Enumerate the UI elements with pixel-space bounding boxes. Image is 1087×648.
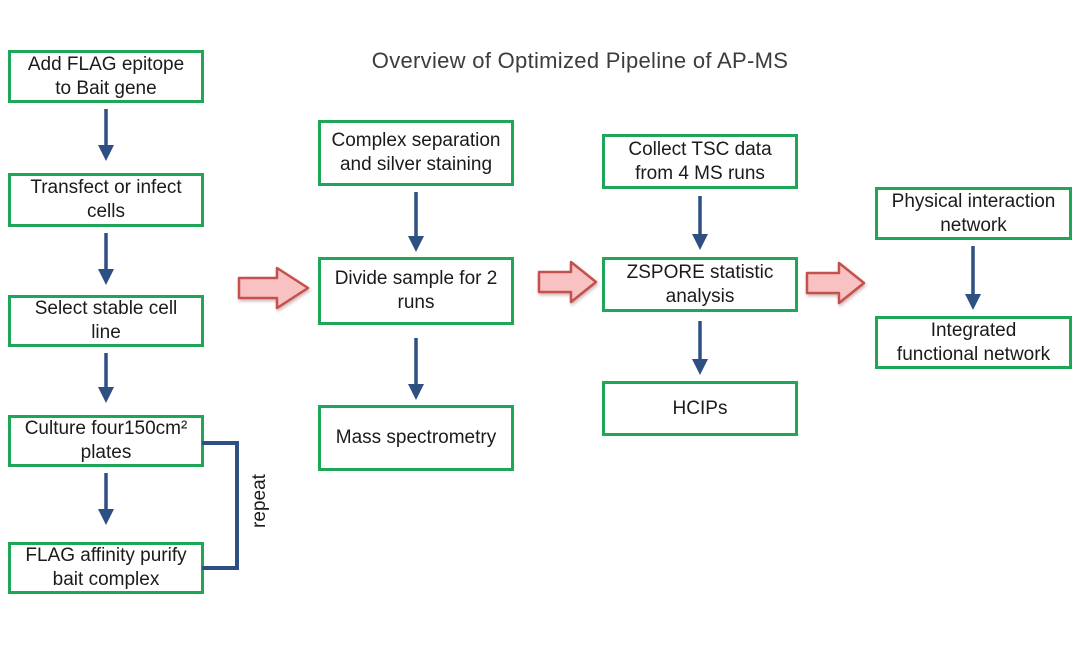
box-line: plates	[80, 442, 132, 463]
diagram-title: Overview of Optimized Pipeline of AP-MS	[371, 48, 789, 73]
box-line: bait complex	[52, 569, 160, 590]
arrow-down-icon	[98, 109, 114, 161]
box-line: Divide sample for 2	[334, 268, 498, 289]
box-line: ZSPORE statistic	[626, 261, 774, 283]
box-line: from 4 MS runs	[635, 162, 765, 184]
box-line: Collect TSC data	[628, 138, 772, 160]
arrow-down-icon	[98, 353, 114, 403]
arrow-right-icon	[237, 266, 310, 310]
arrow-down-icon	[408, 192, 424, 252]
flow-box-transfect-cells: Transfect or infect cells	[8, 173, 204, 227]
box-line: HCIPs	[672, 397, 728, 419]
flow-box-hcips: HCIPs	[602, 381, 798, 436]
flow-box-divide-sample: Divide sample for 2 runs	[318, 257, 514, 325]
box-line: Integrated	[930, 319, 1017, 341]
box-line: network	[940, 214, 1007, 236]
flow-box-integrated-functional-network: Integrated functional network	[875, 316, 1072, 369]
box-line: Physical interaction	[891, 190, 1056, 212]
flow-box-select-stable-cell-line: Select stable cell line	[8, 295, 204, 347]
arrow-down-icon	[98, 233, 114, 285]
flow-box-mass-spectrometry: Mass spectrometry	[318, 405, 514, 471]
flow-box-physical-interaction-network: Physical interaction network	[875, 187, 1072, 240]
arrow-down-icon	[692, 196, 708, 250]
box-line: Culture four150cm²	[24, 418, 188, 439]
box-line: runs	[397, 292, 435, 313]
arrow-right-icon	[805, 261, 866, 305]
flow-box-zspore-analysis: ZSPORE statistic analysis	[602, 257, 798, 312]
arrow-down-icon	[98, 473, 114, 525]
box-line: Select stable cell	[34, 298, 178, 319]
box-line: FLAG affinity purify	[25, 545, 187, 566]
box-line: and silver staining	[339, 154, 493, 175]
flow-box-flag-affinity-purify: FLAG affinity purify bait complex	[8, 542, 204, 594]
flow-box-complex-separation: Complex separation and silver staining	[318, 120, 514, 186]
box-line: Transfect or infect	[30, 177, 182, 198]
flow-box-culture-plates: Culture four150cm² plates	[8, 415, 204, 467]
box-line: cells	[86, 201, 125, 222]
box-line: functional network	[896, 343, 1051, 365]
repeat-bracket	[202, 441, 239, 570]
flow-box-collect-tsc-data: Collect TSC data from 4 MS runs	[602, 134, 798, 189]
arrow-down-icon	[692, 321, 708, 375]
box-line: Complex separation	[331, 130, 501, 151]
arrow-right-icon	[537, 260, 598, 304]
arrow-down-icon	[408, 338, 424, 400]
box-line: Add FLAG epitope	[27, 53, 185, 75]
flow-box-add-flag-epitope: Add FLAG epitope to Bait gene	[8, 50, 204, 103]
arrow-down-icon	[965, 246, 981, 310]
box-line: analysis	[665, 285, 735, 307]
box-line: to Bait gene	[55, 77, 157, 99]
box-line: Mass spectrometry	[335, 427, 497, 448]
box-line: line	[91, 322, 121, 343]
repeat-label: repeat	[249, 474, 270, 528]
